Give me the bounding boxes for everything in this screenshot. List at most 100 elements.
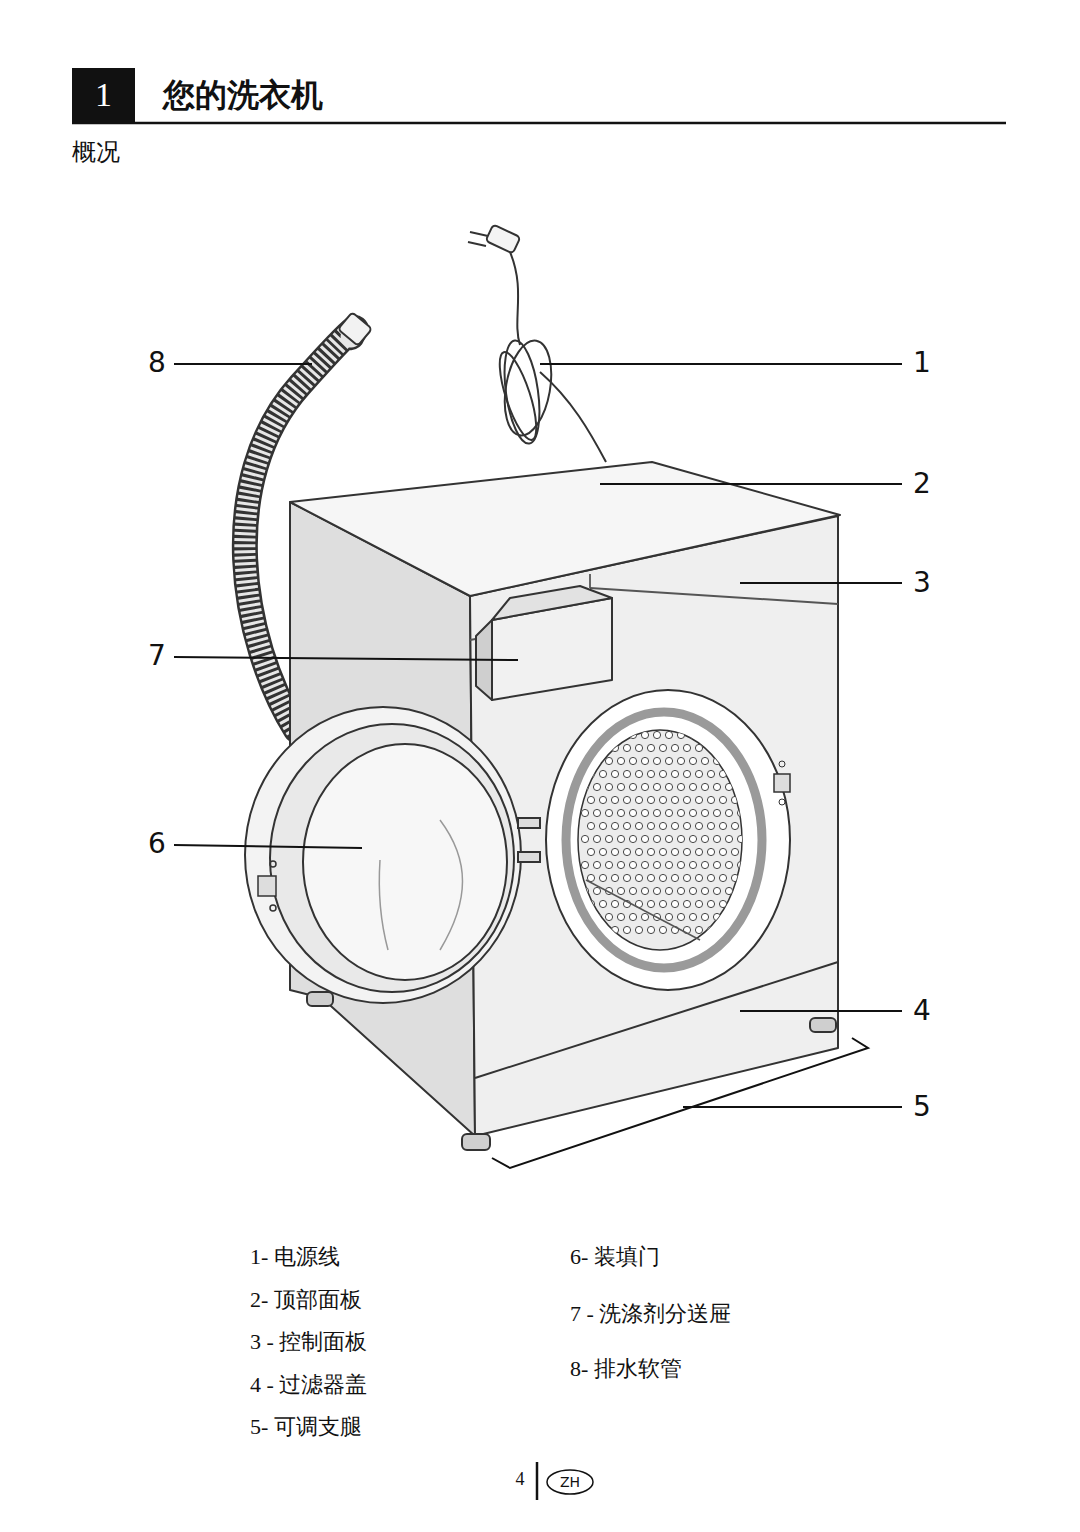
drum-hole xyxy=(605,731,612,738)
drum-hole xyxy=(623,796,630,803)
drum-hole xyxy=(719,900,726,907)
drum-hole xyxy=(671,744,678,751)
section-number-box: 1 xyxy=(72,68,135,122)
drum-hole xyxy=(725,835,732,842)
drum-hole xyxy=(707,744,714,751)
callout-number: 3 xyxy=(913,568,931,599)
drum-hole xyxy=(641,757,648,764)
drum-hole xyxy=(725,861,732,868)
drum-hole xyxy=(629,757,636,764)
drum-hole xyxy=(707,822,714,829)
callout-number: 7 xyxy=(148,641,166,672)
drum-hole xyxy=(623,926,630,933)
drum-hole xyxy=(605,835,612,842)
drum-hole xyxy=(695,900,702,907)
drum-hole xyxy=(707,770,714,777)
drum-hole xyxy=(635,822,642,829)
drum-hole xyxy=(641,809,648,816)
drum-hole xyxy=(629,913,636,920)
drum-hole xyxy=(611,874,618,881)
drum-hole xyxy=(665,835,672,842)
drum-hole xyxy=(677,835,684,842)
drum-hole xyxy=(599,822,606,829)
drum-hole xyxy=(587,848,594,855)
drum-hole xyxy=(641,887,648,894)
drum-hole xyxy=(611,900,618,907)
adjustable-feet xyxy=(307,992,836,1150)
page-number: 4 xyxy=(516,1470,525,1490)
drum-hole xyxy=(605,757,612,764)
drum-hole xyxy=(611,770,618,777)
drum-hole xyxy=(653,861,660,868)
drum-hole xyxy=(743,926,750,933)
drum-hole xyxy=(635,744,642,751)
drum-hole xyxy=(623,848,630,855)
drum-hole xyxy=(653,731,660,738)
page-title: 您的洗衣机 xyxy=(163,74,323,118)
drum-hole xyxy=(683,874,690,881)
drum-hole xyxy=(617,731,624,738)
drum-hole xyxy=(617,809,624,816)
callout-number: 2 xyxy=(913,469,931,500)
drum-hole xyxy=(671,900,678,907)
drum-hole xyxy=(719,926,726,933)
drum-hole xyxy=(695,848,702,855)
drum-hole xyxy=(635,796,642,803)
drum-hole xyxy=(683,744,690,751)
drum-hole xyxy=(683,900,690,907)
feet-bracket xyxy=(492,1038,868,1168)
drum-hole xyxy=(689,757,696,764)
drum-hole xyxy=(707,796,714,803)
drum-hole xyxy=(689,783,696,790)
drum-hole xyxy=(665,757,672,764)
drum-hole xyxy=(689,809,696,816)
drum-hole xyxy=(599,874,606,881)
drum-hole xyxy=(701,731,708,738)
drum-hole xyxy=(701,783,708,790)
drum-hole xyxy=(665,913,672,920)
drum-hole xyxy=(629,887,636,894)
drum-hole xyxy=(581,757,588,764)
drum-hole xyxy=(707,926,714,933)
drum-hole xyxy=(731,874,738,881)
drum-hole xyxy=(719,874,726,881)
drum-hole xyxy=(647,744,654,751)
drum-hole xyxy=(719,770,726,777)
node-text: 1 xyxy=(95,78,112,112)
drum-hole xyxy=(701,861,708,868)
drum-hole xyxy=(743,848,750,855)
drum-hole xyxy=(581,861,588,868)
drum-hole xyxy=(695,822,702,829)
drum-hole xyxy=(647,796,654,803)
drum-hole xyxy=(689,913,696,920)
callout-number: 4 xyxy=(913,996,931,1027)
drum-hole xyxy=(695,744,702,751)
header-rule xyxy=(72,122,1006,125)
drum-hole xyxy=(599,900,606,907)
drum-hole xyxy=(725,809,732,816)
drum-hole xyxy=(737,783,744,790)
drum-hole xyxy=(629,731,636,738)
drum-hole xyxy=(737,861,744,868)
drum-hole xyxy=(629,809,636,816)
drum-hole xyxy=(737,731,744,738)
drum-hole xyxy=(653,783,660,790)
drum-hole xyxy=(701,913,708,920)
part-key: 3 - 控制面板 xyxy=(250,1330,367,1354)
drum-hole xyxy=(641,783,648,790)
drum-hole xyxy=(707,874,714,881)
drum-hole xyxy=(731,744,738,751)
drum-hole xyxy=(713,783,720,790)
drum-hole xyxy=(629,861,636,868)
drum-hole xyxy=(743,770,750,777)
drum-hole xyxy=(743,744,750,751)
drum-hole xyxy=(677,757,684,764)
drum-hole xyxy=(587,822,594,829)
drum-hole xyxy=(701,757,708,764)
drum-hole xyxy=(737,887,744,894)
drum-hole xyxy=(611,796,618,803)
drum-hole xyxy=(731,926,738,933)
drum-hole xyxy=(587,770,594,777)
drum-hole xyxy=(713,809,720,816)
drum-hole xyxy=(701,835,708,842)
